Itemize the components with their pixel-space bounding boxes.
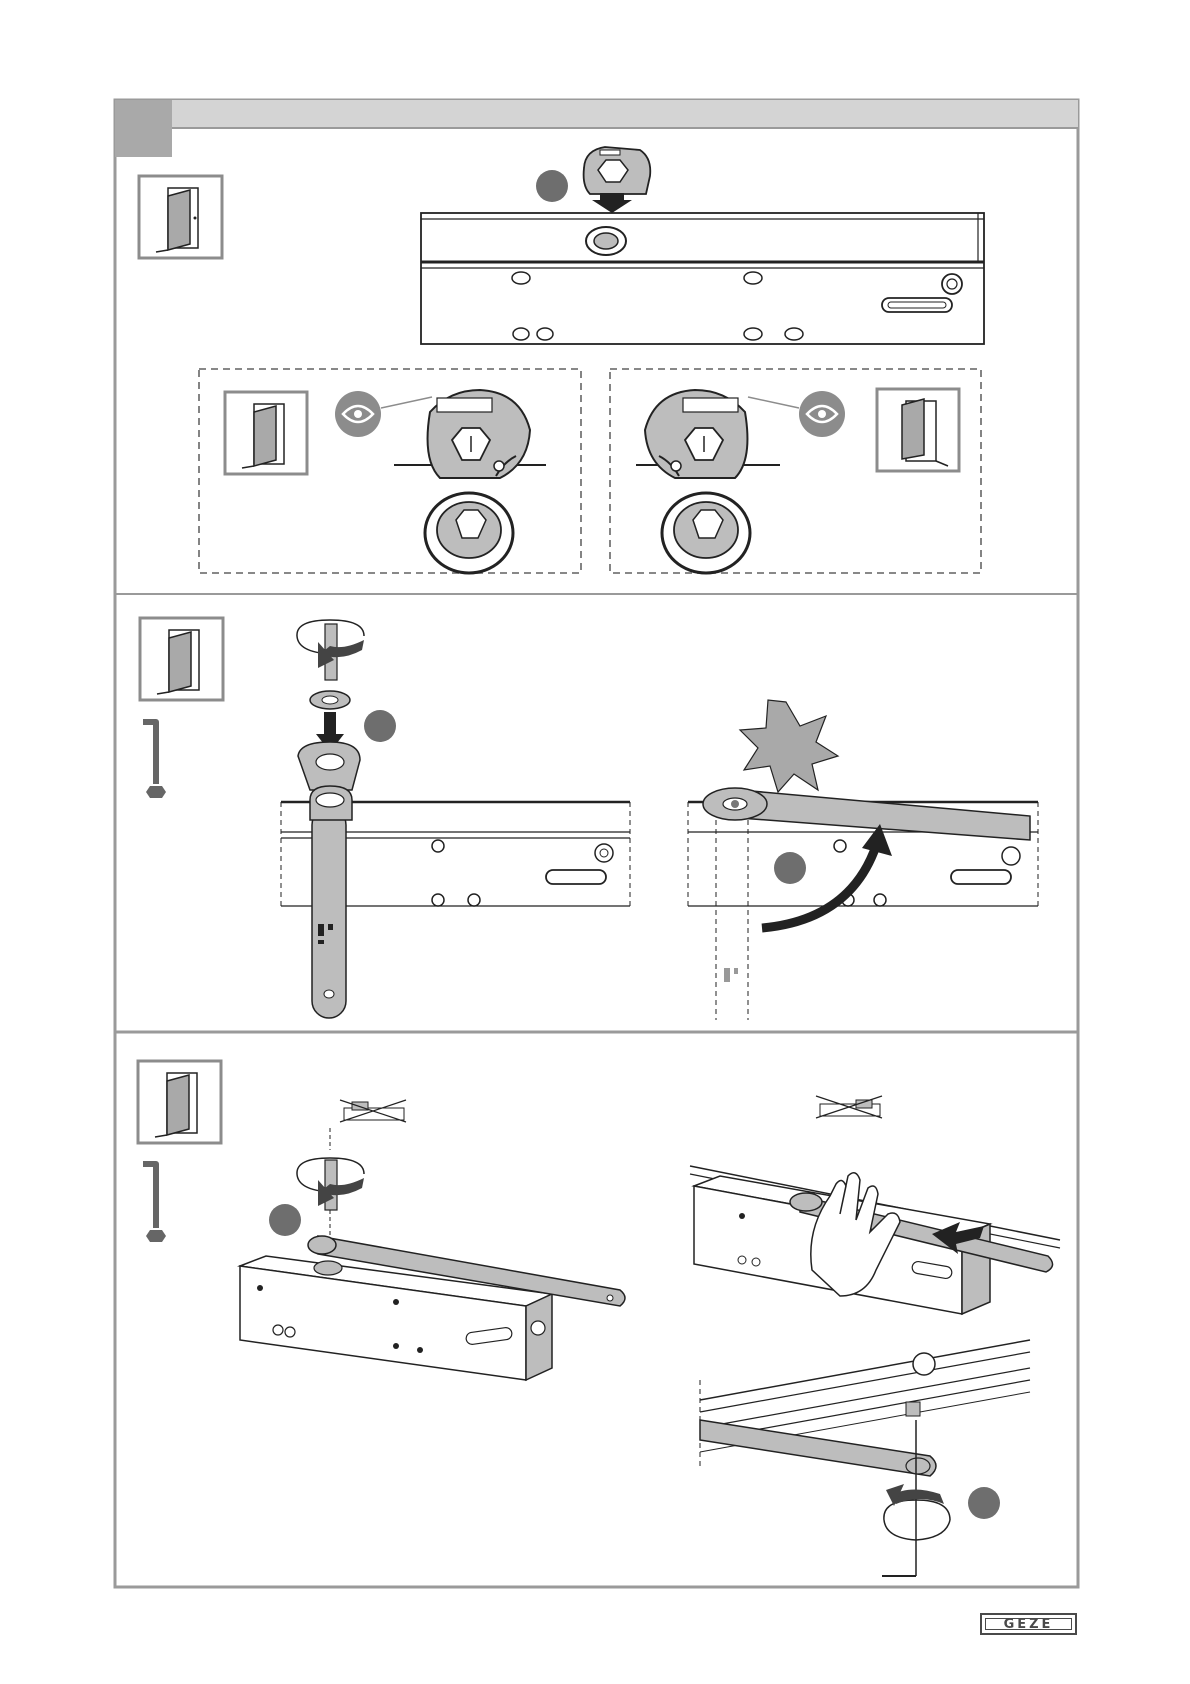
- door-icon: [138, 1061, 221, 1143]
- eye-icon: [748, 391, 845, 437]
- step-tab: [115, 100, 172, 157]
- step-marker: [968, 1487, 1000, 1519]
- header-bar-rule: [172, 127, 1078, 129]
- door-icon: [139, 176, 222, 258]
- crossed-out-icon: [340, 1100, 406, 1122]
- cam-detail-left: [394, 390, 546, 573]
- impact-burst-icon: [740, 700, 838, 792]
- closer-arm: [298, 742, 360, 1018]
- logo-text: GEZE: [985, 1618, 1072, 1630]
- hex-key-icon: [143, 722, 166, 798]
- step-marker: [774, 852, 806, 884]
- hand-illustration: [690, 1166, 1060, 1314]
- guide-rail: [700, 1340, 1030, 1576]
- door-closer-body: [421, 213, 984, 344]
- screw-rotation-icon: [297, 620, 364, 680]
- step-marker: [364, 710, 396, 742]
- door-icon: [140, 618, 223, 700]
- screw-rotation-icon: [297, 1128, 364, 1240]
- hex-key-icon: [143, 1164, 166, 1242]
- door-icon: [225, 392, 307, 474]
- eye-icon: [335, 391, 432, 437]
- cam-detail-right: [636, 390, 780, 573]
- door-icon: [877, 389, 959, 471]
- cam-insert: [584, 147, 651, 213]
- header-bar: [172, 100, 1078, 128]
- geze-logo: GEZE: [980, 1613, 1077, 1635]
- step-marker: [269, 1204, 301, 1236]
- step-marker: [536, 170, 568, 202]
- crossed-out-icon: [816, 1096, 882, 1118]
